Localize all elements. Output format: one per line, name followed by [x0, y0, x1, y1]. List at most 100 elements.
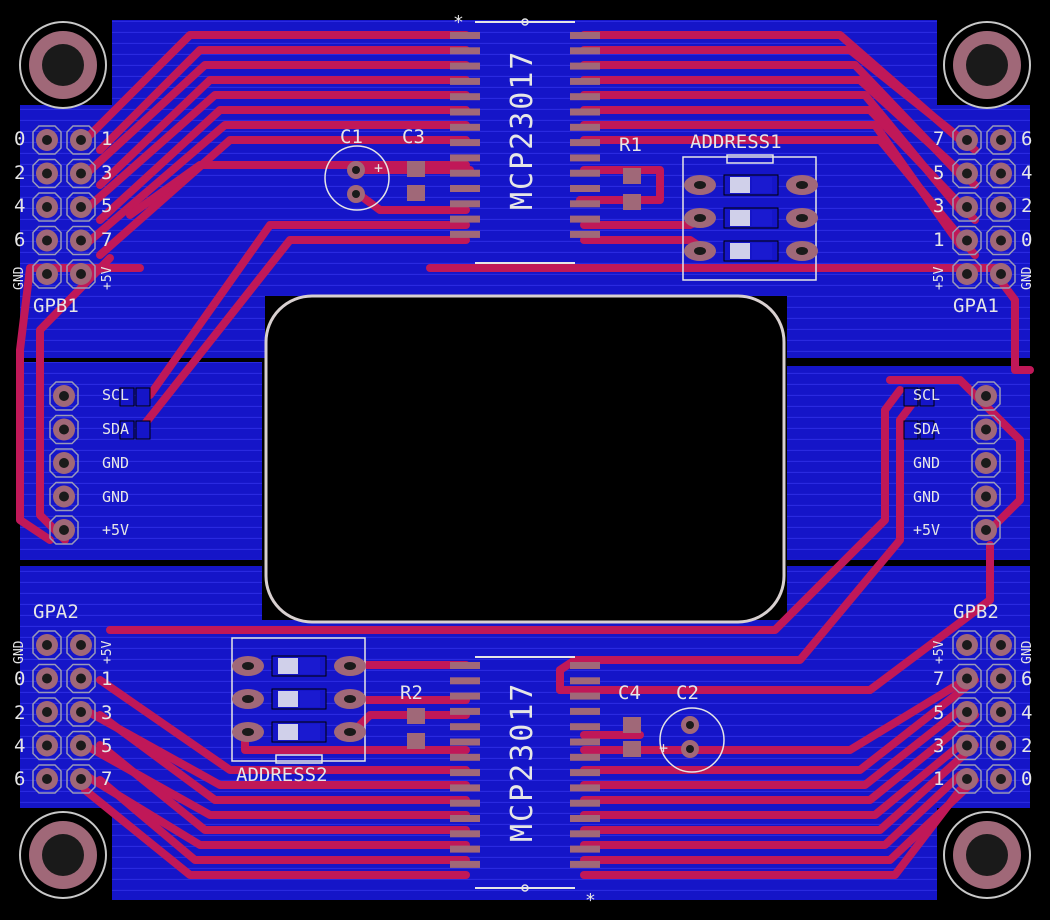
gpb2-pin-label: 2 [1021, 735, 1033, 757]
gpa2-5v-label: +5V [100, 640, 115, 664]
mount-hole-br [943, 811, 1031, 899]
mount-hole-tl [19, 21, 107, 109]
through-hole-pad [32, 125, 62, 155]
gpb1-pin-label: 7 [101, 229, 113, 251]
through-hole-pad [971, 481, 1001, 512]
through-hole-pad [986, 125, 1016, 155]
through-hole-pad [952, 663, 982, 694]
chip-pad [570, 830, 600, 838]
chip-pad [570, 93, 600, 101]
gpa2-pin-label: 3 [101, 702, 113, 724]
gpa1-pin-label: 1 [933, 229, 945, 251]
chip-pad [570, 707, 600, 715]
chip-pad [450, 830, 480, 838]
r1-label: R1 [619, 134, 642, 156]
chip-pad [570, 32, 600, 39]
gpa1-pin-label: 7 [933, 128, 945, 150]
gpa2-gnd-label: GND [12, 640, 27, 664]
chip-pad [450, 769, 480, 777]
through-hole-pad [971, 381, 1001, 411]
gpa2-label: GPA2 [33, 601, 79, 623]
c3-pad-a [407, 161, 425, 177]
chip-pad [450, 32, 480, 39]
chip-pad [570, 139, 600, 147]
c1-label: C1 [340, 126, 363, 148]
chip-top-label: MCP23017 [505, 49, 540, 211]
chip-pad [570, 860, 600, 868]
chip-pad [570, 215, 600, 223]
chip-pad [450, 123, 480, 131]
gpb2-pin-label: 0 [1021, 768, 1033, 790]
chip-pad [570, 123, 600, 131]
address1-label: ADDRESS1 [690, 131, 782, 153]
chip-pad [450, 77, 480, 85]
r2-pad-b [407, 733, 425, 749]
c1-plus: + [374, 159, 384, 177]
through-hole-pad [49, 448, 79, 478]
through-hole-pad [32, 225, 62, 256]
chip-pad [450, 799, 480, 807]
through-hole-pad [49, 381, 79, 411]
gpa2-pin-label: 6 [14, 768, 26, 790]
chip-pad [570, 154, 600, 162]
chip-pad [450, 784, 480, 792]
chip-pad [450, 677, 480, 685]
chip-pad [450, 169, 480, 177]
c1-outline [324, 145, 390, 211]
c4-pad-b [623, 741, 641, 757]
chip-pad [570, 662, 600, 669]
c2-outline [659, 707, 725, 773]
i2c-right-gnd2: GND [913, 488, 941, 506]
gpa2-pin-label: 4 [14, 735, 26, 757]
i2c-pads [49, 381, 1001, 545]
mounting-holes [19, 21, 1031, 899]
gpb2-label: GPB2 [953, 601, 999, 623]
c2-plus: + [659, 739, 669, 757]
chip-pad [450, 185, 480, 192]
through-hole-pad [986, 663, 1016, 694]
gpa1-5v-label: +5V [932, 266, 947, 290]
gpb1-pin-label: 2 [14, 162, 26, 184]
through-hole-pad [952, 764, 982, 794]
smd-pad [919, 387, 935, 407]
chip-pad [570, 77, 600, 85]
header-pads [32, 125, 1016, 794]
through-hole-pad [986, 697, 1016, 727]
i2c-left-gnd2: GND [102, 488, 130, 506]
gpa1-pin-label: 5 [933, 162, 945, 184]
chip-pad [570, 185, 600, 192]
through-hole-pad [986, 192, 1016, 222]
chip-pad [570, 200, 600, 208]
through-hole-pad [32, 259, 62, 289]
through-hole-pad [32, 158, 62, 189]
svg-text:*: * [453, 12, 464, 33]
through-hole-pad [986, 225, 1016, 256]
gpa1-pin-label: 3 [933, 195, 945, 217]
mount-hole-bl [19, 811, 107, 899]
gpa2-pin-label: 7 [101, 768, 113, 790]
through-hole-pad [32, 730, 62, 761]
chip-pads [450, 32, 600, 868]
through-hole-pad [32, 697, 62, 727]
through-hole-pad [66, 764, 96, 794]
i2c-left-scl: SCL [102, 386, 130, 404]
chip-pad [450, 845, 480, 853]
chip-pad [570, 677, 600, 685]
i2c-right-5v: +5V [913, 521, 941, 539]
chip-pad [570, 108, 600, 116]
gpa2-pin-label: 5 [101, 735, 113, 757]
chip-pad [570, 799, 600, 807]
smd-pad [919, 420, 935, 440]
address-jumpers [231, 154, 818, 764]
chip-pad [570, 769, 600, 777]
i2c-left-sda: SDA [102, 420, 130, 438]
gpb2-5v-label: +5V [932, 640, 947, 664]
chip-pad [450, 215, 480, 223]
gpa1-pin-label: 4 [1021, 162, 1033, 184]
through-hole-pad [66, 158, 96, 189]
gpb2-pin-label: 5 [933, 702, 945, 724]
chip-pad [450, 723, 480, 731]
gpa2-pin-label: 1 [101, 668, 113, 690]
through-hole-pad [986, 630, 1016, 660]
through-hole-pad [32, 764, 62, 794]
